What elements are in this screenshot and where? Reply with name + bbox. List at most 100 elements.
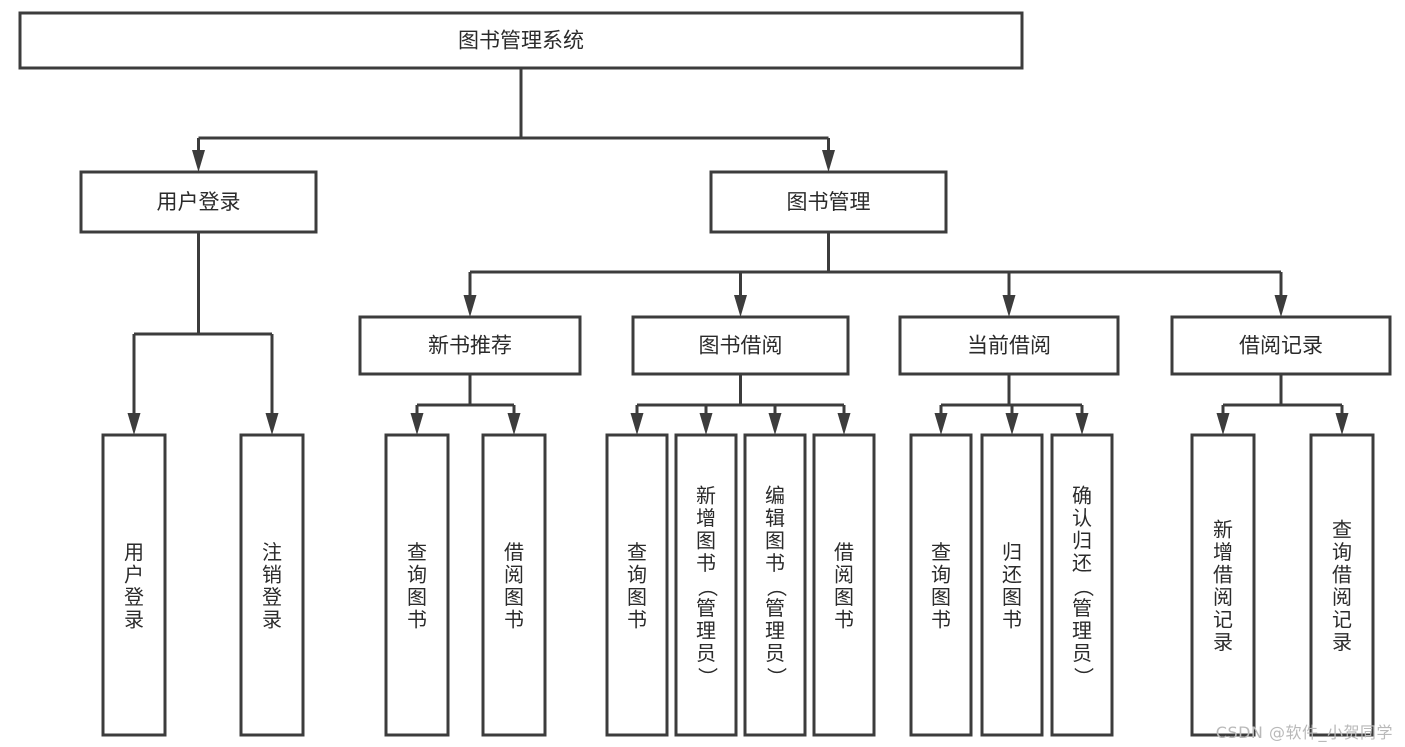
- svg-text:询: 询: [1332, 540, 1352, 564]
- svg-text:图: 图: [504, 585, 524, 609]
- svg-text:记: 记: [1332, 607, 1352, 631]
- svg-text:书: 书: [504, 607, 524, 631]
- svg-text:书: 书: [765, 551, 785, 575]
- svg-text:还: 还: [1072, 551, 1092, 575]
- svg-text:阅: 阅: [1213, 585, 1233, 609]
- svg-text:借: 借: [1213, 562, 1233, 586]
- svg-text:借: 借: [1332, 562, 1352, 586]
- node-book-borrow[interactable]: 图书借阅: [631, 315, 850, 376]
- node-root[interactable]: 图书管理系统: [18, 11, 1024, 70]
- svg-text:录: 录: [262, 607, 282, 631]
- svg-text:新: 新: [696, 484, 716, 508]
- svg-text:阅: 阅: [504, 562, 524, 586]
- node-label: 当前借阅: [967, 334, 1051, 358]
- svg-text:书: 书: [696, 551, 716, 575]
- svg-text:书: 书: [931, 607, 951, 631]
- svg-text:图: 图: [931, 585, 951, 609]
- svg-text:（: （: [696, 577, 720, 597]
- node-book-manage[interactable]: 图书管理: [709, 170, 948, 234]
- svg-text:图: 图: [1002, 585, 1022, 609]
- svg-text:）: ）: [1072, 667, 1096, 687]
- svg-text:查: 查: [1332, 517, 1352, 541]
- svg-text:理: 理: [696, 619, 716, 643]
- node-new-book-rec[interactable]: 新书推荐: [358, 315, 582, 376]
- svg-text:记: 记: [1213, 607, 1233, 631]
- connector-root: [192, 68, 835, 172]
- svg-text:询: 询: [407, 562, 427, 586]
- svg-text:增: 增: [1213, 540, 1233, 564]
- svg-text:管: 管: [1072, 596, 1092, 620]
- node-leaf-user-login[interactable]: 用户登录: [101, 433, 167, 737]
- svg-text:书: 书: [1002, 607, 1022, 631]
- node-borrow-record[interactable]: 借阅记录: [1170, 315, 1392, 376]
- svg-text:询: 询: [627, 562, 647, 586]
- svg-text:图: 图: [627, 585, 647, 609]
- svg-text:认: 认: [1072, 506, 1092, 530]
- svg-text:查: 查: [627, 540, 647, 564]
- svg-text:归: 归: [1072, 529, 1092, 553]
- node-label: 用户登录: [124, 540, 144, 632]
- svg-text:新: 新: [1213, 517, 1233, 541]
- svg-text:登: 登: [262, 585, 282, 609]
- svg-text:图: 图: [696, 529, 716, 553]
- svg-text:管: 管: [696, 596, 716, 620]
- svg-text:图: 图: [407, 585, 427, 609]
- svg-text:用: 用: [124, 540, 144, 564]
- node-label: 图书借阅: [699, 334, 783, 358]
- node-label: 图书管理: [787, 190, 871, 214]
- svg-text:书: 书: [627, 607, 647, 631]
- node-label: 图书管理系统: [458, 29, 584, 53]
- svg-text:录: 录: [1332, 630, 1352, 654]
- node-label: 用户登录: [157, 190, 241, 214]
- node-label: 新书推荐: [428, 334, 512, 358]
- svg-text:借: 借: [834, 540, 854, 564]
- svg-text:书: 书: [407, 607, 427, 631]
- svg-text:查: 查: [931, 540, 951, 564]
- svg-text:管: 管: [765, 596, 785, 620]
- node-user-login[interactable]: 用户登录: [79, 170, 318, 234]
- svg-text:归: 归: [1002, 540, 1022, 564]
- svg-text:员: 员: [765, 641, 785, 665]
- connector-layer: [127, 68, 1349, 435]
- svg-text:书: 书: [834, 607, 854, 631]
- svg-text:注: 注: [262, 540, 282, 564]
- svg-text:理: 理: [765, 619, 785, 643]
- connector-borrow-record: [1216, 374, 1349, 435]
- svg-text:员: 员: [1072, 641, 1092, 665]
- connector-user-login: [127, 232, 279, 435]
- connector-current-borrow: [934, 374, 1089, 435]
- svg-text:录: 录: [1213, 630, 1233, 654]
- node-current-borrow[interactable]: 当前借阅: [898, 315, 1120, 376]
- svg-text:编: 编: [765, 484, 785, 508]
- connector-book-borrow: [630, 374, 851, 435]
- svg-text:借: 借: [504, 540, 524, 564]
- svg-text:还: 还: [1002, 562, 1022, 586]
- svg-text:销: 销: [262, 562, 282, 586]
- svg-text:图: 图: [834, 585, 854, 609]
